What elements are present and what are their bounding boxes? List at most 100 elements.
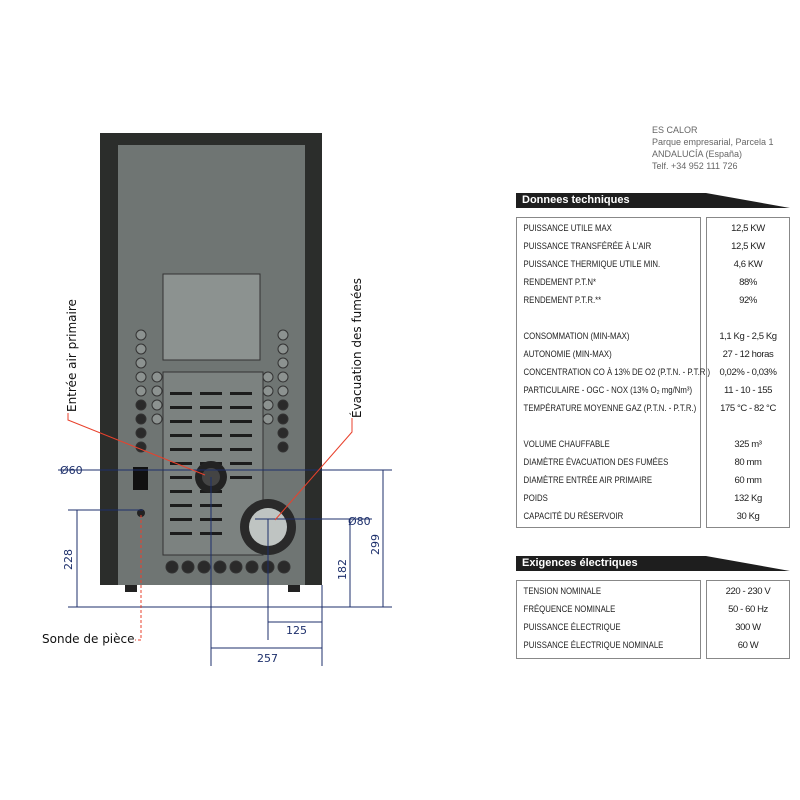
spec-label: AUTONOMIE (MIN-MAX) bbox=[523, 349, 612, 360]
dim-125: 125 bbox=[286, 624, 307, 637]
vent-hole bbox=[262, 399, 274, 411]
label-flue: Évacuation des fumées bbox=[349, 278, 364, 418]
elec-header: Exigences électriques bbox=[516, 556, 790, 571]
vent-hole bbox=[277, 329, 289, 341]
spec-label: PARTICULAIRE - OGC - NOX (13% O₂ mg/Nm³) bbox=[523, 385, 693, 396]
dimension-lines bbox=[58, 469, 392, 666]
label-room-probe: Sonde de pièce bbox=[42, 632, 135, 646]
vent-slot bbox=[170, 434, 192, 437]
spec-value: 12,5 KW bbox=[731, 223, 765, 234]
vent-hole bbox=[277, 441, 289, 453]
spec-value: 60 mm bbox=[734, 475, 762, 486]
vent-slot bbox=[230, 392, 252, 395]
vent-hole bbox=[151, 413, 163, 425]
spec-label: FRÉQUENCE NOMINALE bbox=[523, 604, 616, 615]
vent-slot bbox=[230, 406, 252, 409]
vent-slot bbox=[230, 462, 252, 465]
dim-diameter-80: Ø80 bbox=[348, 515, 371, 528]
vent-slot bbox=[170, 504, 192, 507]
vent-slot bbox=[230, 476, 252, 479]
spec-value: 88% bbox=[739, 277, 757, 288]
spec-value: 4,6 KW bbox=[733, 259, 763, 270]
vent-slot bbox=[170, 476, 192, 479]
vent-slot bbox=[200, 448, 222, 451]
spec-value: 11 - 10 - 155 bbox=[724, 385, 772, 396]
vent-slot bbox=[170, 406, 192, 409]
vent-hole bbox=[135, 385, 147, 397]
vent-hole bbox=[135, 399, 147, 411]
spec-label: DIAMÈTRE ENTRÉE AIR PRIMAIRE bbox=[523, 475, 653, 486]
vent-hole bbox=[197, 560, 211, 574]
spec-value: 1,1 Kg - 2,5 Kg bbox=[719, 331, 777, 342]
company-address: ES CALOR Parque empresarial, Parcela 1 A… bbox=[652, 124, 774, 172]
vent-hole bbox=[151, 399, 163, 411]
vent-slot bbox=[230, 434, 252, 437]
vent-slot bbox=[230, 420, 252, 423]
foot-left bbox=[125, 585, 137, 592]
spec-label: PUISSANCE ÉLECTRIQUE bbox=[523, 622, 621, 633]
address-street: Parque empresarial, Parcela 1 bbox=[652, 137, 774, 147]
vent-hole bbox=[262, 371, 274, 383]
vent-hole bbox=[181, 560, 195, 574]
spec-value: 60 W bbox=[737, 640, 759, 651]
vent-slot bbox=[170, 490, 192, 493]
access-hatch bbox=[162, 273, 261, 361]
spec-value: 30 Kg bbox=[736, 511, 760, 522]
tech-values: 12,5 KW 12,5 KW 4,6 KW 88% 92% 1,1 Kg - 2,5 K… bbox=[706, 217, 790, 528]
dim-257: 257 bbox=[257, 652, 278, 665]
spec-value: 175 °C - 82 °C bbox=[720, 403, 776, 414]
spec-label: CONSOMMATION (MIN-MAX) bbox=[523, 331, 630, 342]
vent-hole bbox=[165, 560, 179, 574]
leader-lines bbox=[67, 413, 353, 641]
spec-value: 80 mm bbox=[734, 457, 762, 468]
spec-value: 325 m³ bbox=[734, 439, 762, 450]
vent-slot bbox=[170, 420, 192, 423]
spec-label: TEMPÉRATURE MOYENNE GAZ (P.T.N. - P.T.R.… bbox=[523, 403, 697, 414]
spec-label: RENDEMENT P.T.R.** bbox=[523, 295, 602, 306]
elec-labels: TENSION NOMINALE FRÉQUENCE NOMINALE PUISSA… bbox=[516, 580, 701, 659]
spec-value: 27 - 12 horas bbox=[722, 349, 774, 360]
vent-slot bbox=[200, 420, 222, 423]
spec-label: PUISSANCE THERMIQUE UTILE MIN. bbox=[523, 259, 661, 270]
spec-value: 92% bbox=[739, 295, 757, 306]
vent-slot bbox=[200, 434, 222, 437]
vent-hole bbox=[277, 413, 289, 425]
spec-label: VOLUME CHAUFFABLE bbox=[523, 439, 610, 450]
vent-hole bbox=[277, 357, 289, 369]
spec-value: 300 W bbox=[735, 622, 761, 633]
vent-hole bbox=[262, 385, 274, 397]
vent-hole bbox=[277, 385, 289, 397]
dim-182: 182 bbox=[336, 559, 349, 580]
dim-299: 299 bbox=[369, 534, 382, 555]
spec-label: POIDS bbox=[523, 493, 548, 504]
spec-value: 12,5 KW bbox=[731, 241, 765, 252]
spec-value: 220 - 230 V bbox=[725, 586, 771, 597]
vent-hole bbox=[213, 560, 227, 574]
spec-label: CAPACITÉ DU RÉSERVOIR bbox=[523, 511, 624, 522]
address-phone: Telf. +34 952 111 726 bbox=[652, 161, 738, 171]
vent-hole bbox=[151, 371, 163, 383]
room-probe bbox=[137, 509, 145, 517]
vent-slot bbox=[170, 448, 192, 451]
vent-slot bbox=[230, 448, 252, 451]
spec-label: TENSION NOMINALE bbox=[523, 586, 602, 597]
dim-diameter-60: Ø60 bbox=[60, 464, 83, 477]
vent-hole bbox=[245, 560, 259, 574]
vent-hole bbox=[135, 357, 147, 369]
vent-slot bbox=[170, 532, 192, 535]
dim-228: 228 bbox=[62, 549, 75, 570]
vent-slot bbox=[170, 462, 192, 465]
vent-hole bbox=[151, 385, 163, 397]
elec-title: Exigences électriques bbox=[522, 557, 638, 569]
power-socket bbox=[133, 467, 148, 490]
spec-label: DIAMÈTRE ÉVACUATION DES FUMÉES bbox=[523, 457, 669, 468]
vent-hole bbox=[135, 427, 147, 439]
spec-value: 0,02% - 0,03% bbox=[719, 367, 777, 378]
vent-hole bbox=[135, 413, 147, 425]
spec-label: PUISSANCE ÉLECTRIQUE NOMINALE bbox=[523, 640, 664, 651]
vent-hole bbox=[277, 343, 289, 355]
